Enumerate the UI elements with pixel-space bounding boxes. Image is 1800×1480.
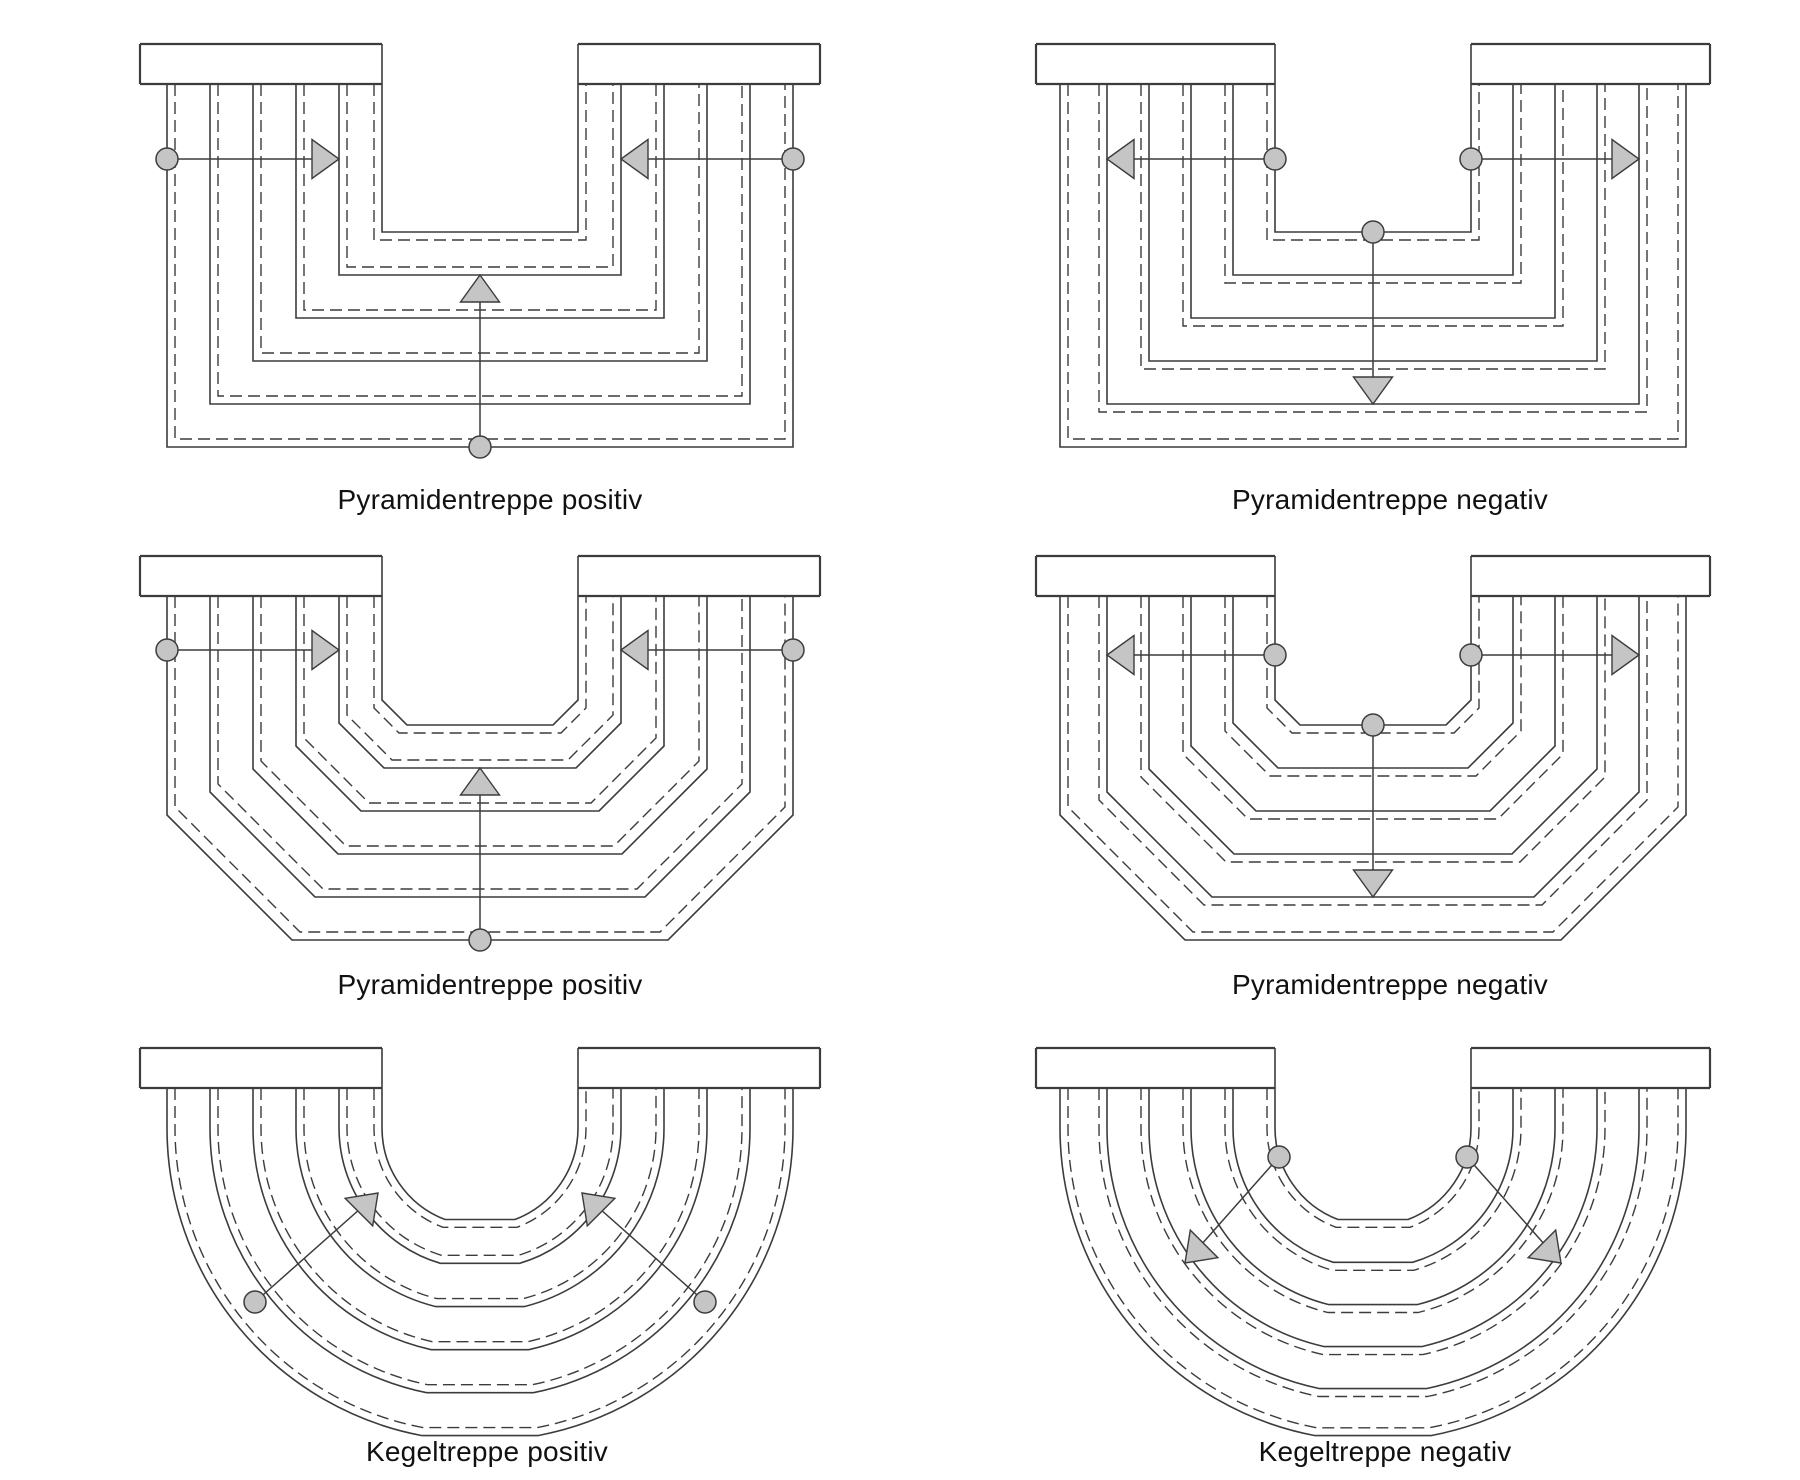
- direction-circle-marker: [693, 1290, 717, 1314]
- arrowhead-triangle: [1105, 138, 1135, 180]
- direction-circle-marker: [781, 638, 805, 662]
- diagram-pyramidentreppe-negativ-abgeschraegt: [1034, 554, 1712, 941]
- direction-circle-marker: [1361, 220, 1385, 244]
- direction-circle-marker: [1263, 643, 1287, 667]
- direction-circle-marker: [1263, 147, 1287, 171]
- direction-circle-marker: [1361, 713, 1385, 737]
- arrowhead-triangle: [619, 138, 649, 180]
- diagram-kegeltreppe-negativ: [1034, 1046, 1712, 1437]
- direction-circle-marker: [155, 147, 179, 171]
- diagram-label-pyramid-negative-mid: Pyramidentreppe negativ: [1232, 969, 1548, 1000]
- diagram-label-pyramid-positive-top: Pyramidentreppe positiv: [337, 484, 643, 515]
- arrowhead-triangle: [1352, 869, 1394, 899]
- diagram-label-cone-negative: Kegeltreppe negativ: [1258, 1436, 1512, 1467]
- arrowhead-triangle: [459, 273, 501, 303]
- arrowhead-triangle: [619, 629, 649, 671]
- arrowhead-triangle: [1352, 376, 1394, 406]
- direction-circle-marker: [1267, 1145, 1291, 1169]
- diagram-pyramidentreppe-positiv-abgeschraegt: [138, 554, 822, 952]
- diagram-pyramidentreppe-negativ-rechteckig: [1034, 42, 1712, 448]
- direction-circle-marker: [1455, 1145, 1479, 1169]
- diagram-label-pyramid-negative-top: Pyramidentreppe negativ: [1232, 484, 1548, 515]
- arrowhead-triangle: [1611, 138, 1641, 180]
- direction-circle-marker: [1459, 147, 1483, 171]
- arrowhead-triangle: [1611, 634, 1641, 676]
- direction-circle-marker: [155, 638, 179, 662]
- arrowhead-triangle: [1105, 634, 1135, 676]
- arrowhead-triangle: [581, 1192, 617, 1228]
- diagram-kegeltreppe-positiv: [138, 1046, 822, 1437]
- diagram-label-cone-positive: Kegeltreppe positiv: [366, 1436, 608, 1467]
- direction-circle-marker: [1459, 643, 1483, 667]
- arrowhead-triangle: [1184, 1228, 1220, 1264]
- arrowhead-triangle: [459, 766, 501, 796]
- diagram-label-pyramid-positive-mid: Pyramidentreppe positiv: [337, 969, 643, 1000]
- direction-circle-marker: [468, 435, 492, 459]
- diagram-pyramidentreppe-positiv-rechteckig: [138, 42, 822, 459]
- direction-circle-marker: [243, 1290, 267, 1314]
- arrowhead-triangle: [311, 629, 341, 671]
- arrowhead-triangle: [1526, 1228, 1562, 1264]
- direction-circle-marker: [781, 147, 805, 171]
- arrowhead-triangle: [311, 138, 341, 180]
- direction-circle-marker: [468, 928, 492, 952]
- arrowhead-triangle: [343, 1192, 379, 1228]
